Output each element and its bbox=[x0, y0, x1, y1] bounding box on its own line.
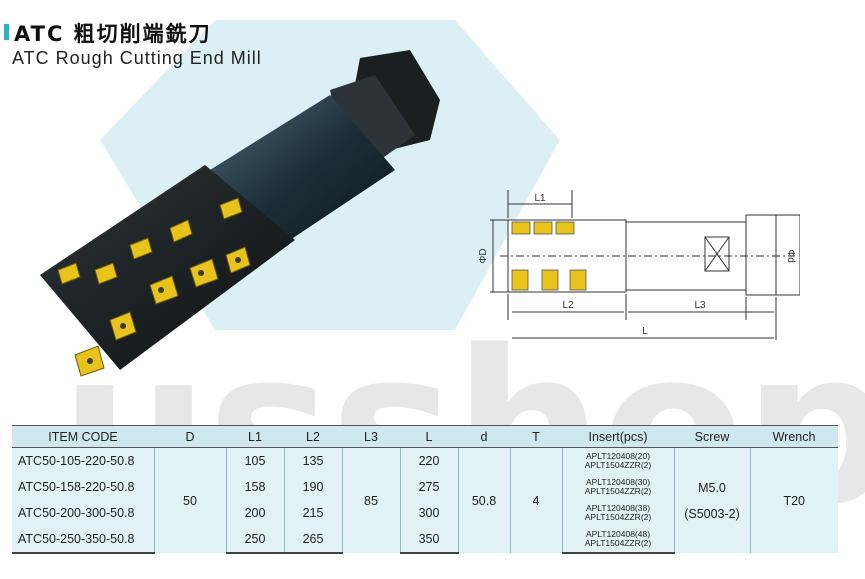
insert-secondary: APLT1504ZZR(2) bbox=[584, 486, 652, 496]
insert-primary: APLT120408(38) bbox=[585, 503, 651, 513]
screw-code: (S5003-2) bbox=[684, 506, 740, 521]
insert-primary: APLT120408(20) bbox=[585, 451, 651, 461]
cell-insert: APLT120408(20)APLT1504ZZR(2) bbox=[561, 447, 674, 474]
table-row: ATC50-158-220-50.8 158 190 275 APLT12040… bbox=[12, 474, 838, 500]
cell-item-code: ATC50-158-220-50.8 bbox=[12, 474, 154, 500]
page-title: ATC 粗切削端銑刀 bbox=[14, 22, 212, 46]
col-l1: L1 bbox=[226, 425, 284, 448]
col-item-code: ITEM CODE bbox=[12, 425, 154, 448]
page-subtitle: ATC Rough Cutting End Mill bbox=[12, 48, 262, 68]
cell-screw: M5.0 (S5003-2) bbox=[673, 447, 750, 553]
col-t: T bbox=[510, 425, 562, 448]
cell-l2: 265 bbox=[283, 526, 342, 554]
title-accent-bar bbox=[4, 24, 9, 40]
cell-l1: 105 bbox=[225, 447, 284, 474]
col-screw: Screw bbox=[674, 425, 750, 448]
cell-l: 275 bbox=[399, 474, 458, 500]
cell-item-code: ATC50-105-220-50.8 bbox=[12, 447, 154, 474]
cell-l1: 158 bbox=[225, 474, 284, 500]
col-d-shank: d bbox=[458, 425, 510, 448]
dim-label-d-shank: Φd bbox=[785, 249, 796, 263]
cell-l3: 85 bbox=[341, 447, 400, 553]
col-l: L bbox=[400, 425, 458, 448]
cell-l2: 190 bbox=[283, 474, 342, 500]
col-l3: L3 bbox=[342, 425, 400, 448]
insert-secondary: APLT1504ZZR(2) bbox=[584, 512, 652, 522]
cell-l2: 215 bbox=[283, 500, 342, 526]
cell-l: 300 bbox=[399, 500, 458, 526]
col-d: D bbox=[154, 425, 226, 448]
dim-label-l2: L2 bbox=[562, 300, 574, 311]
dimension-diagram: L1 L2 L3 L ΦD Φd bbox=[478, 190, 800, 340]
cell-insert: APLT120408(30)APLT1504ZZR(2) bbox=[561, 474, 674, 500]
table-row: ATC50-200-300-50.8 200 215 300 APLT12040… bbox=[12, 500, 838, 526]
insert-secondary: APLT1504ZZR(2) bbox=[584, 538, 652, 548]
table-row: ATC50-105-220-50.8 50 105 135 85 220 50.… bbox=[12, 447, 838, 553]
cell-d-shank: 50.8 bbox=[457, 447, 510, 553]
cell-l2: 135 bbox=[283, 447, 342, 474]
table-row: ATC50-250-350-50.8 250 265 350 APLT12040… bbox=[12, 526, 838, 554]
end-mill-illustration bbox=[40, 50, 440, 377]
cell-t: 4 bbox=[509, 447, 562, 553]
cell-l1: 200 bbox=[225, 500, 284, 526]
col-l2: L2 bbox=[284, 425, 342, 448]
cell-item-code: ATC50-250-350-50.8 bbox=[12, 526, 154, 554]
dim-label-l3: L3 bbox=[694, 300, 706, 311]
dim-label-l1: L1 bbox=[534, 193, 546, 204]
dim-label-d-cutter: ΦD bbox=[478, 248, 489, 263]
col-insert: Insert(pcs) bbox=[562, 425, 674, 448]
cell-wrench: T20 bbox=[749, 447, 838, 553]
cell-l: 220 bbox=[399, 447, 458, 474]
insert-secondary: APLT1504ZZR(2) bbox=[584, 460, 652, 470]
cell-item-code: ATC50-200-300-50.8 bbox=[12, 500, 154, 526]
cell-l1: 250 bbox=[225, 526, 284, 554]
cell-insert: APLT120408(38)APLT1504ZZR(2) bbox=[561, 500, 674, 526]
dim-label-l: L bbox=[642, 326, 648, 337]
insert-primary: APLT120408(48) bbox=[585, 529, 651, 539]
insert-primary: APLT120408(30) bbox=[585, 477, 651, 487]
cell-d: 50 bbox=[153, 447, 226, 553]
cell-l: 350 bbox=[399, 526, 458, 554]
cell-insert: APLT120408(48)APLT1504ZZR(2) bbox=[561, 526, 674, 554]
screw-size: M5.0 bbox=[698, 480, 726, 495]
col-wrench: Wrench bbox=[750, 425, 838, 448]
table-header-row: ITEM CODE D L1 L2 L3 L d T Insert(pcs) S… bbox=[12, 425, 838, 448]
spec-table: ITEM CODE D L1 L2 L3 L d T Insert(pcs) S… bbox=[12, 425, 838, 554]
